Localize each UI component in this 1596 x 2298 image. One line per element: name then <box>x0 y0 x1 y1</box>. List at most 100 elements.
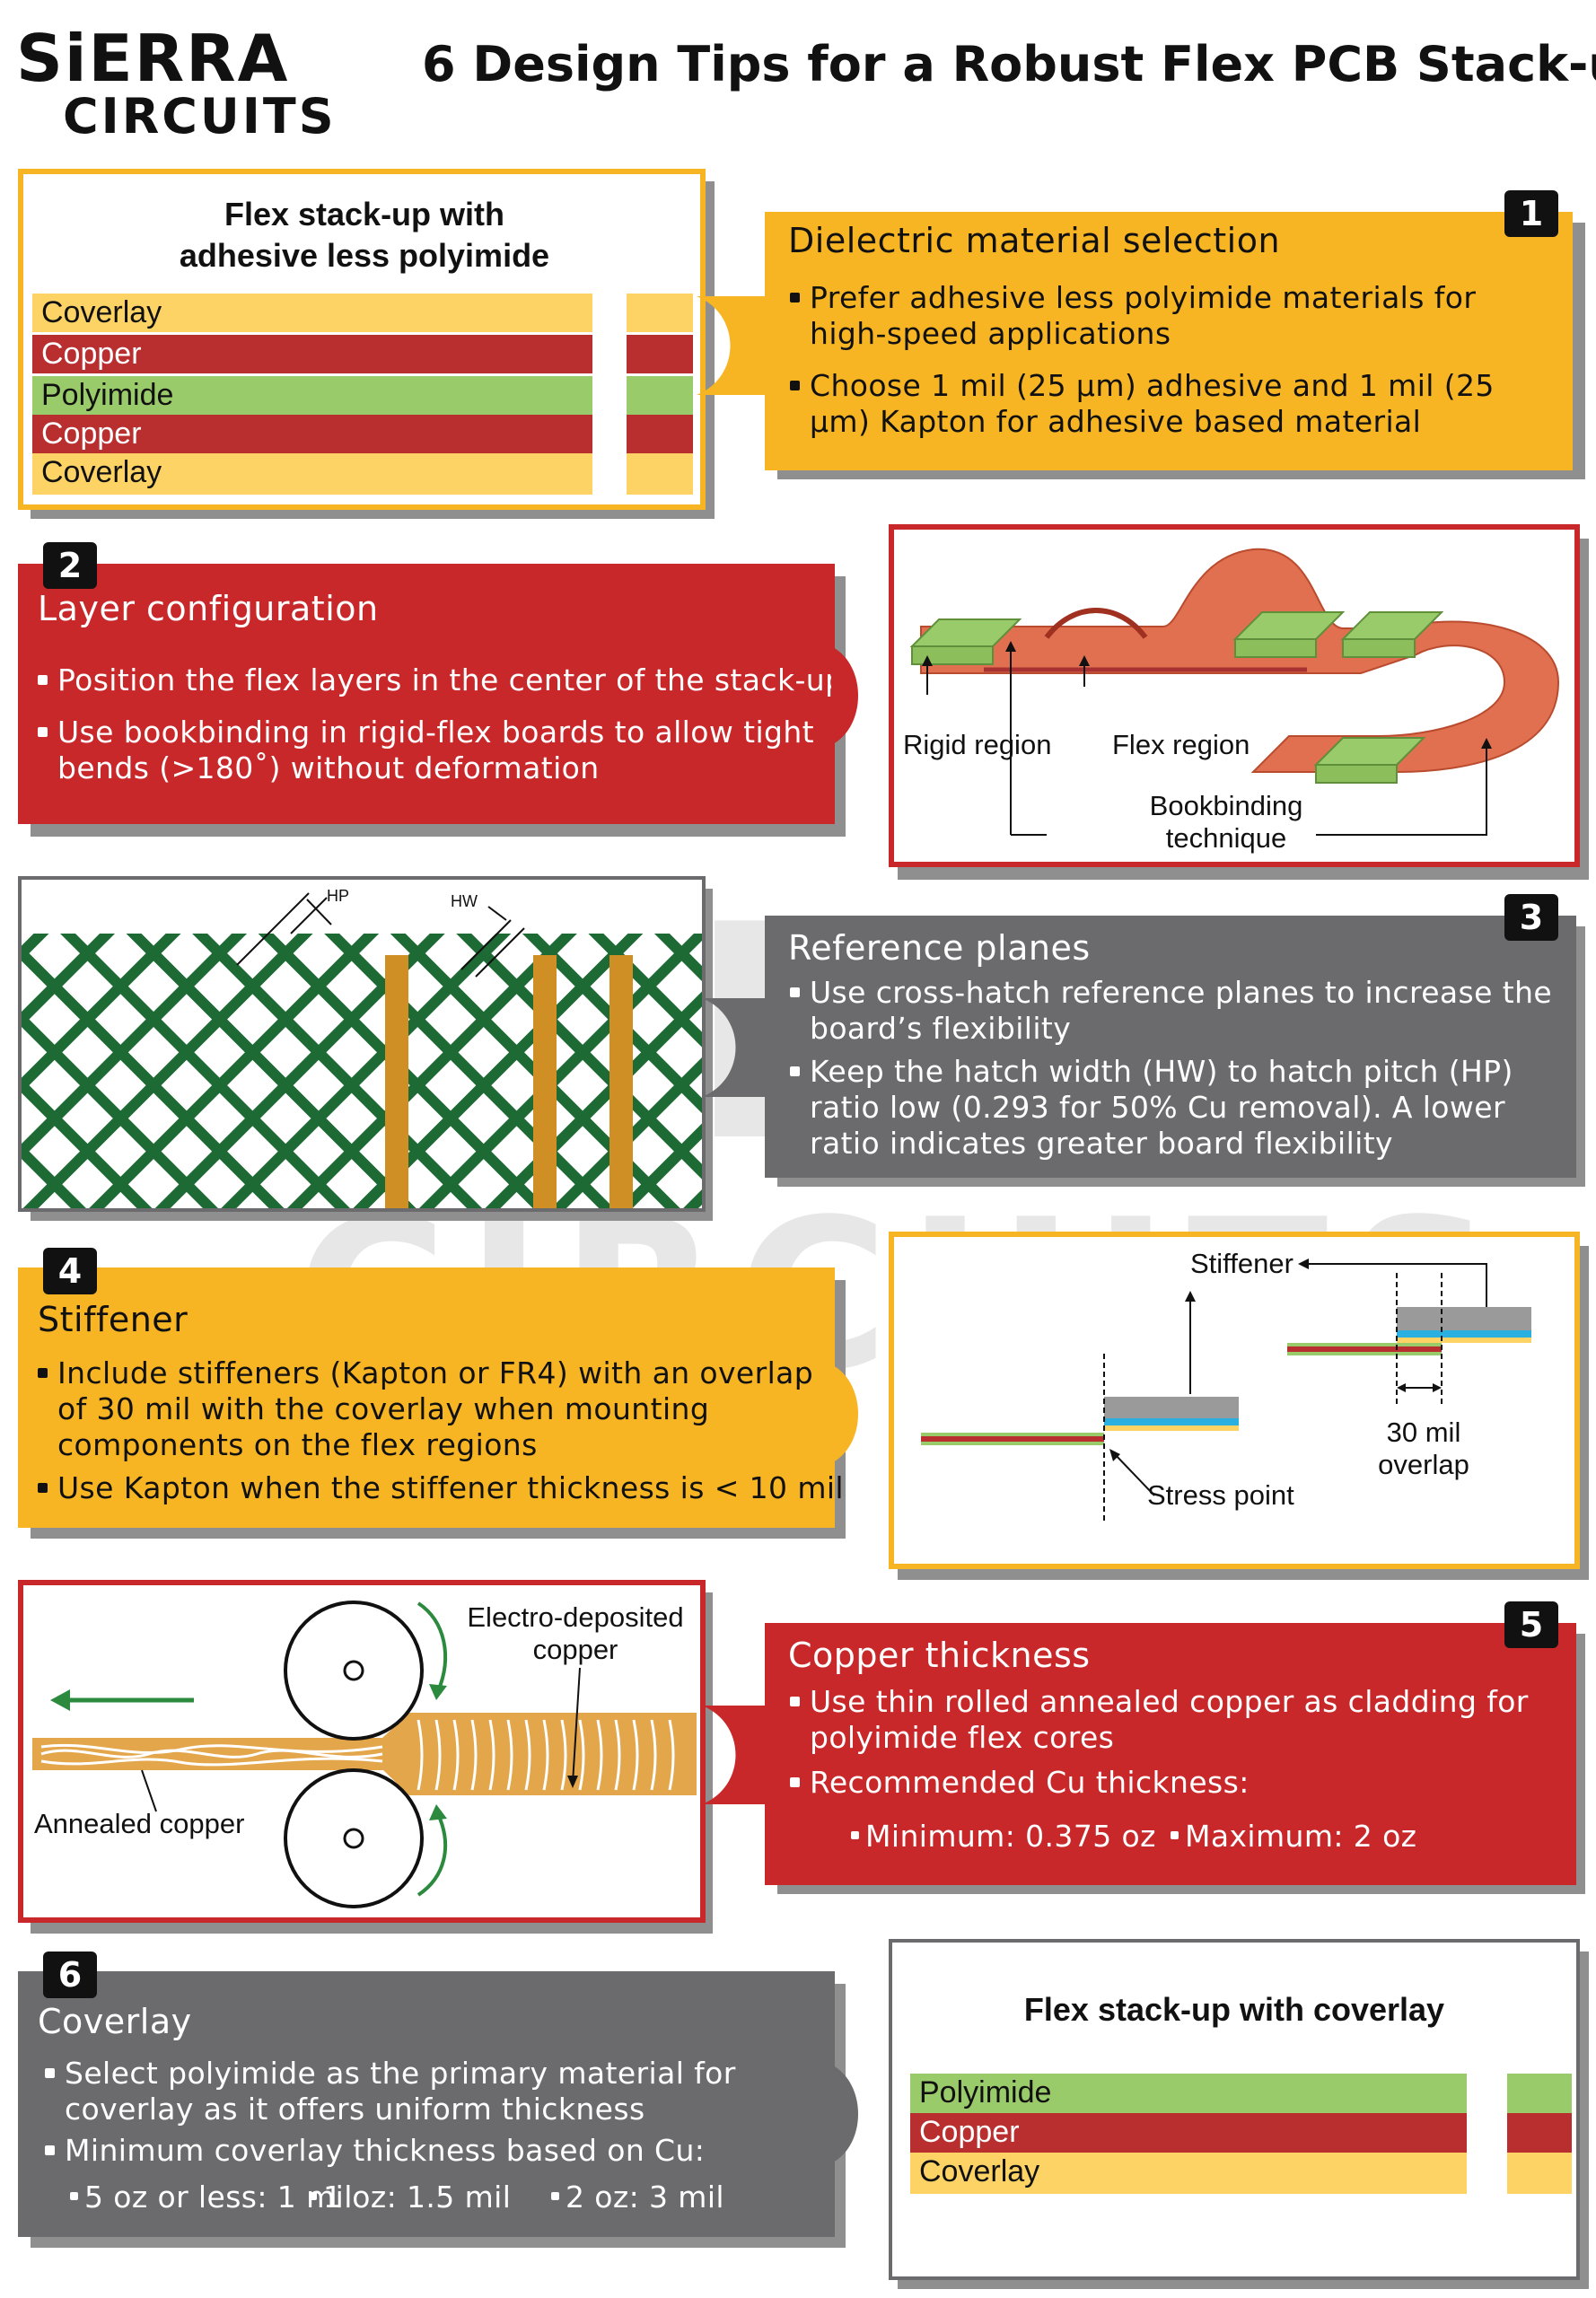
rigid-block-mid-side <box>1234 638 1317 658</box>
stack6-swatch <box>1507 2113 1572 2153</box>
hw-label: HW <box>451 892 478 910</box>
arrow-stiffener-right <box>1302 1263 1487 1307</box>
tip1-bullet-2: Choose 1 mil (25 μm) adhesive and 1 mil … <box>790 368 1528 440</box>
trace-1 <box>385 955 408 1208</box>
sierra-logo: SiERRA <box>16 25 289 90</box>
hp-dim-arrow <box>306 899 332 925</box>
flex-region-label: Flex region <box>1112 729 1250 760</box>
tip6-connector <box>831 2065 858 2163</box>
rolling-diagram <box>32 1601 697 1908</box>
tip5-title: Copper thickness <box>788 1636 1091 1675</box>
tip2-bullet-2: Use bookbinding in rigid-flex boards to … <box>38 715 829 786</box>
rigid-region-label: Rigid region <box>903 729 1052 760</box>
tip2-connector <box>831 646 858 745</box>
trace-3 <box>609 955 633 1208</box>
tip6-panel: Coverlay Select polyimide as the primary… <box>18 1971 835 2237</box>
tip2-panel: Layer configuration Position the flex la… <box>18 564 844 824</box>
tip2-number: 2 <box>43 542 97 589</box>
hp-dim-line-1 <box>236 892 310 966</box>
tip2-title: Layer configuration <box>38 589 379 628</box>
arrow-stress <box>1112 1452 1155 1496</box>
stiffener-label: Stiffener <box>1190 1248 1293 1279</box>
stack6-layer-copper: Copper <box>910 2113 1467 2153</box>
stack1-layer-copper-bottom: Copper <box>32 415 592 453</box>
tip1-connector <box>697 296 777 395</box>
trace-2 <box>533 955 557 1208</box>
stiffener-right <box>1397 1307 1531 1330</box>
stack1-layer-polyimide: Polyimide <box>32 376 592 415</box>
tip5-panel: Copper thickness Use thin rolled anneale… <box>765 1623 1576 1885</box>
ed-copper-label-2: copper <box>532 1634 618 1665</box>
tip6-sub-2: 1 oz: 1.5 mil <box>309 2180 511 2215</box>
tip4-title: Stiffener <box>38 1300 189 1339</box>
stiffener-left <box>1104 1397 1239 1418</box>
cross-hatch-diagram <box>22 892 702 1208</box>
stack6-box: Flex stack-up with coverlay Polyimide Co… <box>889 1939 1580 2280</box>
tip5-bullet-2: Recommended Cu thickness: <box>790 1765 1564 1801</box>
ed-copper-grain <box>417 1719 675 1791</box>
tip5-bullet-1: Use thin rolled annealed copper as cladd… <box>790 1684 1564 1756</box>
stack6-layer-polyimide: Polyimide <box>910 2074 1467 2113</box>
stack6-title: Flex stack-up with coverlay <box>1023 1991 1445 2028</box>
stack1-swatch <box>627 376 693 415</box>
tip1-bullet-1: Prefer adhesive less polyimide materials… <box>790 280 1528 352</box>
tip5-sub-2: Maximum: 2 oz <box>1171 1819 1416 1855</box>
tip5-connector <box>702 1706 783 1804</box>
tip6-bullet-1: Select polyimide as the primary material… <box>45 2056 819 2127</box>
tip5-sub-1: Minimum: 0.375 oz <box>851 1819 1156 1855</box>
stack1-swatch <box>627 415 693 453</box>
logo-top-text: SiERRA <box>16 25 289 90</box>
tip1-panel: Dielectric material selection Prefer adh… <box>765 212 1573 470</box>
bookbinding-label-1: Bookbinding <box>1149 790 1303 821</box>
tip3-number: 3 <box>1504 894 1558 941</box>
tip4-bullet-2: Use Kapton when the stiffener thickness … <box>38 1470 847 1506</box>
overlap-label-2: overlap <box>1378 1449 1469 1480</box>
stiff-fig-box: Stiffener 30 mil overlap Stress point <box>889 1232 1580 1569</box>
tip3-connector <box>702 998 783 1097</box>
tip4-bullet-1: Include stiffeners (Kapton or FR4) with … <box>38 1355 829 1463</box>
tip6-number: 6 <box>43 1952 97 1998</box>
stack6-layer-coverlay: Coverlay <box>910 2153 1467 2194</box>
tip1-title: Dielectric material selection <box>788 221 1281 260</box>
stack1-swatch <box>627 453 693 495</box>
tip6-sub-1: 5 oz or less: 1 mil <box>70 2180 353 2215</box>
stack6-swatch <box>1507 2074 1572 2113</box>
hatch-plane <box>22 934 702 1208</box>
tip6-bullet-2: Minimum coverlay thickness based on Cu: <box>45 2133 819 2169</box>
tip4-number: 4 <box>43 1248 97 1294</box>
stack1-layer-copper-top: Copper <box>32 335 592 373</box>
stack1-box: Flex stack-up with adhesive less polyimi… <box>18 169 706 510</box>
page-title: 6 Design Tips for a Robust Flex PCB Stac… <box>422 36 1596 92</box>
arrow-book-right <box>1316 741 1487 836</box>
stack1-title-1: Flex stack-up with <box>224 196 505 232</box>
stack1-swatch <box>627 294 693 332</box>
tip3-bullet-1: Use cross-hatch reference planes to incr… <box>790 975 1564 1047</box>
top-rotation-arrow <box>417 1601 448 1692</box>
bottom-rotation-arrow <box>417 1813 448 1897</box>
stack1-title-2: adhesive less polyimide <box>179 237 550 274</box>
stiffener-diagram <box>921 1259 1531 1524</box>
bookbinding-diagram <box>909 548 1560 836</box>
annealed-copper-label: Annealed copper <box>34 1808 245 1839</box>
bookbinding-label-2: technique <box>1165 822 1287 854</box>
rigid-block-right-bottom-side <box>1315 764 1398 784</box>
layer-fig-box: Rigid region Flex region Bookbinding tec… <box>889 524 1580 867</box>
flex-region-shape <box>920 548 1560 773</box>
stack1-layer-coverlay-top: Coverlay <box>32 294 592 332</box>
ed-copper-label-1: Electro-deposited <box>467 1601 684 1633</box>
tip4-connector <box>831 1364 858 1463</box>
tip4-panel: Stiffener Include stiffeners (Kapton or … <box>18 1267 844 1528</box>
tip5-number: 5 <box>1504 1601 1558 1648</box>
tip6-sub-3: 2 oz: 3 mil <box>551 2180 724 2215</box>
stack1-layer-coverlay-bottom: Coverlay <box>32 453 592 495</box>
rigid-block-left-side <box>911 645 994 665</box>
hw-dim-line-1 <box>460 919 512 970</box>
hatch-box: HP HW <box>18 876 706 1212</box>
stack1-swatch <box>627 335 693 373</box>
hp-label: HP <box>327 887 350 905</box>
tip6-title: Coverlay <box>38 2002 192 2041</box>
tip3-title: Reference planes <box>788 928 1091 968</box>
bend-shadow <box>1044 608 1148 639</box>
hw-dim-arrow <box>487 906 507 921</box>
tip1-number: 1 <box>1504 190 1558 237</box>
